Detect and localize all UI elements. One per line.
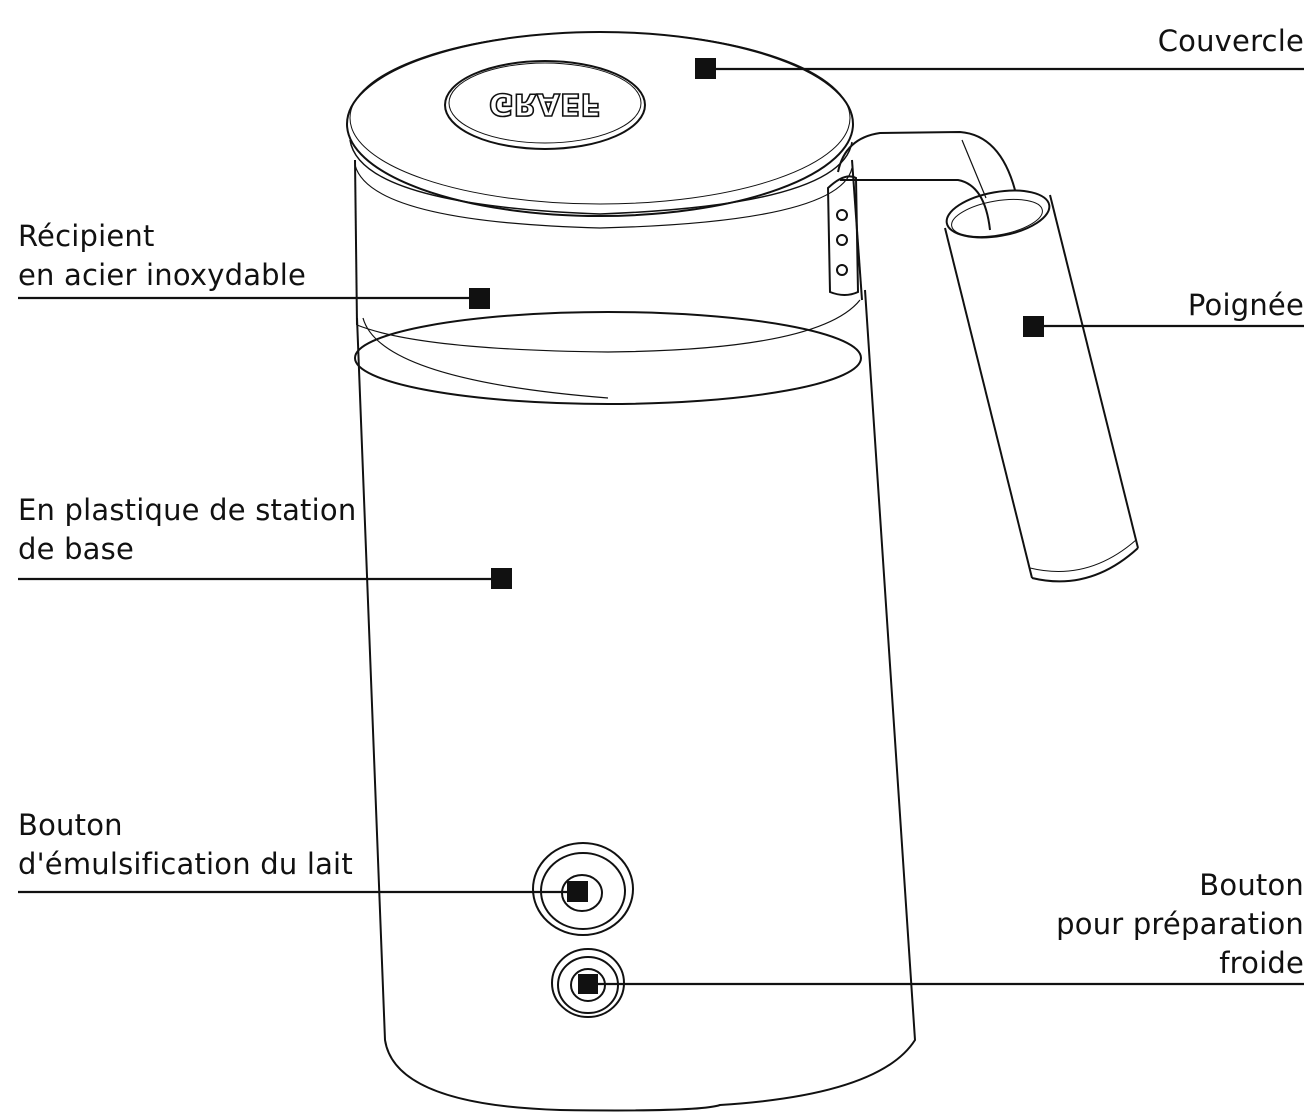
marker-poignee (1023, 316, 1044, 337)
label-cold-preparation-button: Bouton pour préparation froide (1056, 866, 1304, 983)
label-poignee-text: Poignée (1187, 288, 1304, 322)
label-couvercle-text: Couvercle (1157, 24, 1304, 58)
label-couvercle: Couvercle (1158, 22, 1304, 61)
label-froid-line2: pour préparation (1056, 907, 1304, 941)
logo-text: GRAEF (489, 86, 601, 121)
label-emulsion-line2: d'émulsification du lait (18, 847, 353, 881)
stainless-container (354, 159, 863, 353)
leader-lines (18, 67, 1304, 986)
marker-base (491, 568, 512, 589)
marker-recipient (469, 288, 490, 309)
marker-emulsion (567, 881, 588, 902)
lid (346, 31, 854, 229)
handle (826, 130, 1139, 583)
label-poignee: Poignée (1188, 286, 1304, 325)
label-recipient-line2: en acier inoxydable (18, 258, 307, 292)
label-base-line1: En plastique de station (18, 493, 357, 527)
label-base-station: En plastique de station de base (18, 491, 356, 569)
marker-couvercle (695, 58, 716, 79)
base-station (354, 289, 917, 1112)
label-base-line2: de base (18, 532, 134, 566)
label-milk-frothing-button: Bouton d'émulsification du lait (18, 806, 353, 884)
marker-froid (578, 974, 598, 994)
label-recipient-line1: Récipient (18, 219, 155, 253)
label-emulsion-line1: Bouton (18, 808, 123, 842)
marker-squares (469, 58, 1044, 994)
label-stainless-container: Récipient en acier inoxydable (18, 217, 306, 295)
label-froid-line3: froide (1219, 946, 1304, 980)
label-froid-line1: Bouton (1199, 868, 1304, 902)
graef-logo: GRAEF (444, 60, 646, 150)
